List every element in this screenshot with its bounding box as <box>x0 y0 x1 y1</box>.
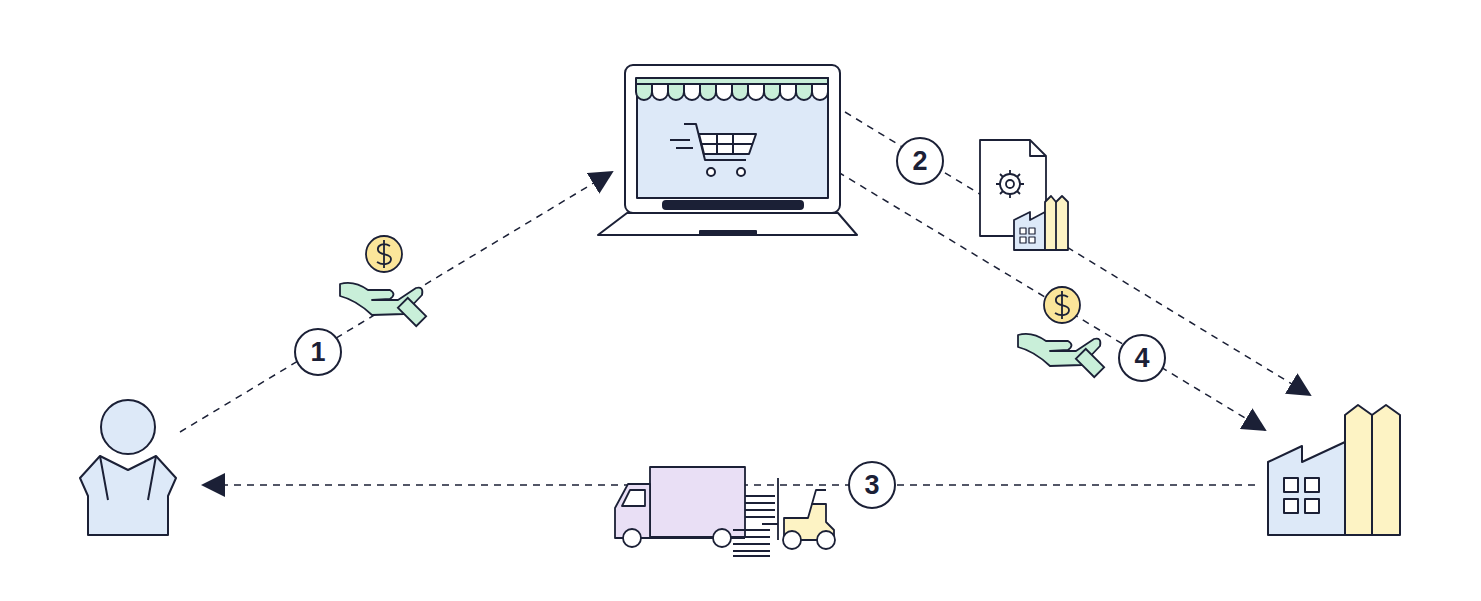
callout-circle <box>1119 335 1165 381</box>
order-document-icon <box>1029 228 1035 234</box>
laptop-shop-icon <box>663 201 803 209</box>
delivery-truck-icon <box>733 530 770 556</box>
order-document-icon <box>1006 180 1014 188</box>
payment-icon <box>340 236 426 326</box>
laptop-shop-icon <box>668 84 684 100</box>
forklift-icon <box>812 490 826 504</box>
order-document-icon <box>980 140 1068 250</box>
delivery-truck-icon <box>615 467 775 556</box>
laptop-shop-icon <box>700 84 716 100</box>
factory-icon <box>1371 415 1373 535</box>
payment-icon <box>1018 287 1104 377</box>
laptop-shop-icon <box>700 231 756 235</box>
laptop-shop-icon <box>702 134 753 154</box>
order-document-icon <box>996 170 1024 198</box>
factory-icon <box>1284 478 1298 492</box>
customer-icon <box>80 400 176 535</box>
laptop-shop-icon <box>598 65 857 235</box>
laptop-shop-icon <box>699 134 756 154</box>
laptop-shop-icon <box>637 78 828 198</box>
laptop-shop-icon <box>598 213 857 235</box>
callout-circle <box>295 138 1165 508</box>
forklift-icon <box>762 478 835 549</box>
order-document-icon <box>1045 196 1068 250</box>
callout-number: 1 <box>295 329 341 375</box>
callout-number: 4 <box>1119 335 1165 381</box>
laptop-shop-icon <box>684 84 700 100</box>
laptop-shop-icon <box>737 168 745 176</box>
callout-number: 3 <box>849 462 895 508</box>
laptop-shop-icon <box>796 84 812 100</box>
order-document-icon <box>1020 228 1026 234</box>
delivery-truck-icon <box>745 496 775 517</box>
laptop-shop-icon <box>636 84 652 100</box>
delivery-truck-icon <box>650 467 745 537</box>
flow-arrow <box>845 112 1310 395</box>
laptop-shop-icon <box>764 84 780 100</box>
delivery-truck-icon <box>623 529 641 547</box>
flow-arrow <box>180 172 612 432</box>
order-document-icon <box>1030 140 1046 156</box>
flow-arrow <box>838 172 1265 430</box>
forklift-icon <box>817 531 835 549</box>
laptop-shop-icon <box>780 84 796 100</box>
laptop-shop-icon <box>707 168 715 176</box>
callout-circle <box>897 138 943 184</box>
callout-number: 2 <box>897 138 943 184</box>
laptop-shop-icon <box>625 65 840 213</box>
delivery-truck-icon <box>622 490 645 506</box>
forklift-icon <box>762 478 778 540</box>
callout-circle <box>849 462 895 508</box>
laptop-shop-icon <box>748 84 764 100</box>
callout-circle <box>295 329 341 375</box>
order-document-icon <box>1014 212 1045 250</box>
customer-icon <box>101 400 155 454</box>
factory-icon <box>1345 405 1400 535</box>
payment-icon <box>340 236 426 326</box>
order-document-icon <box>1029 237 1035 243</box>
laptop-shop-icon <box>812 84 828 100</box>
laptop-shop-icon <box>670 140 693 148</box>
customer-icon <box>100 456 156 500</box>
forklift-icon <box>783 531 801 549</box>
delivery-truck-icon <box>713 529 731 547</box>
factory-icon <box>1305 478 1319 492</box>
factory-icon <box>1268 405 1400 535</box>
order-document-icon <box>1055 202 1057 250</box>
payment-icon <box>1018 287 1104 377</box>
laptop-shop-icon <box>732 84 748 100</box>
laptop-shop-icon <box>652 84 668 100</box>
factory-icon <box>1305 499 1319 513</box>
factory-icon <box>1284 499 1298 513</box>
factory-icon <box>1268 442 1345 535</box>
order-document-icon <box>1020 237 1026 243</box>
laptop-shop-icon <box>716 84 732 100</box>
customer-icon <box>80 456 176 535</box>
